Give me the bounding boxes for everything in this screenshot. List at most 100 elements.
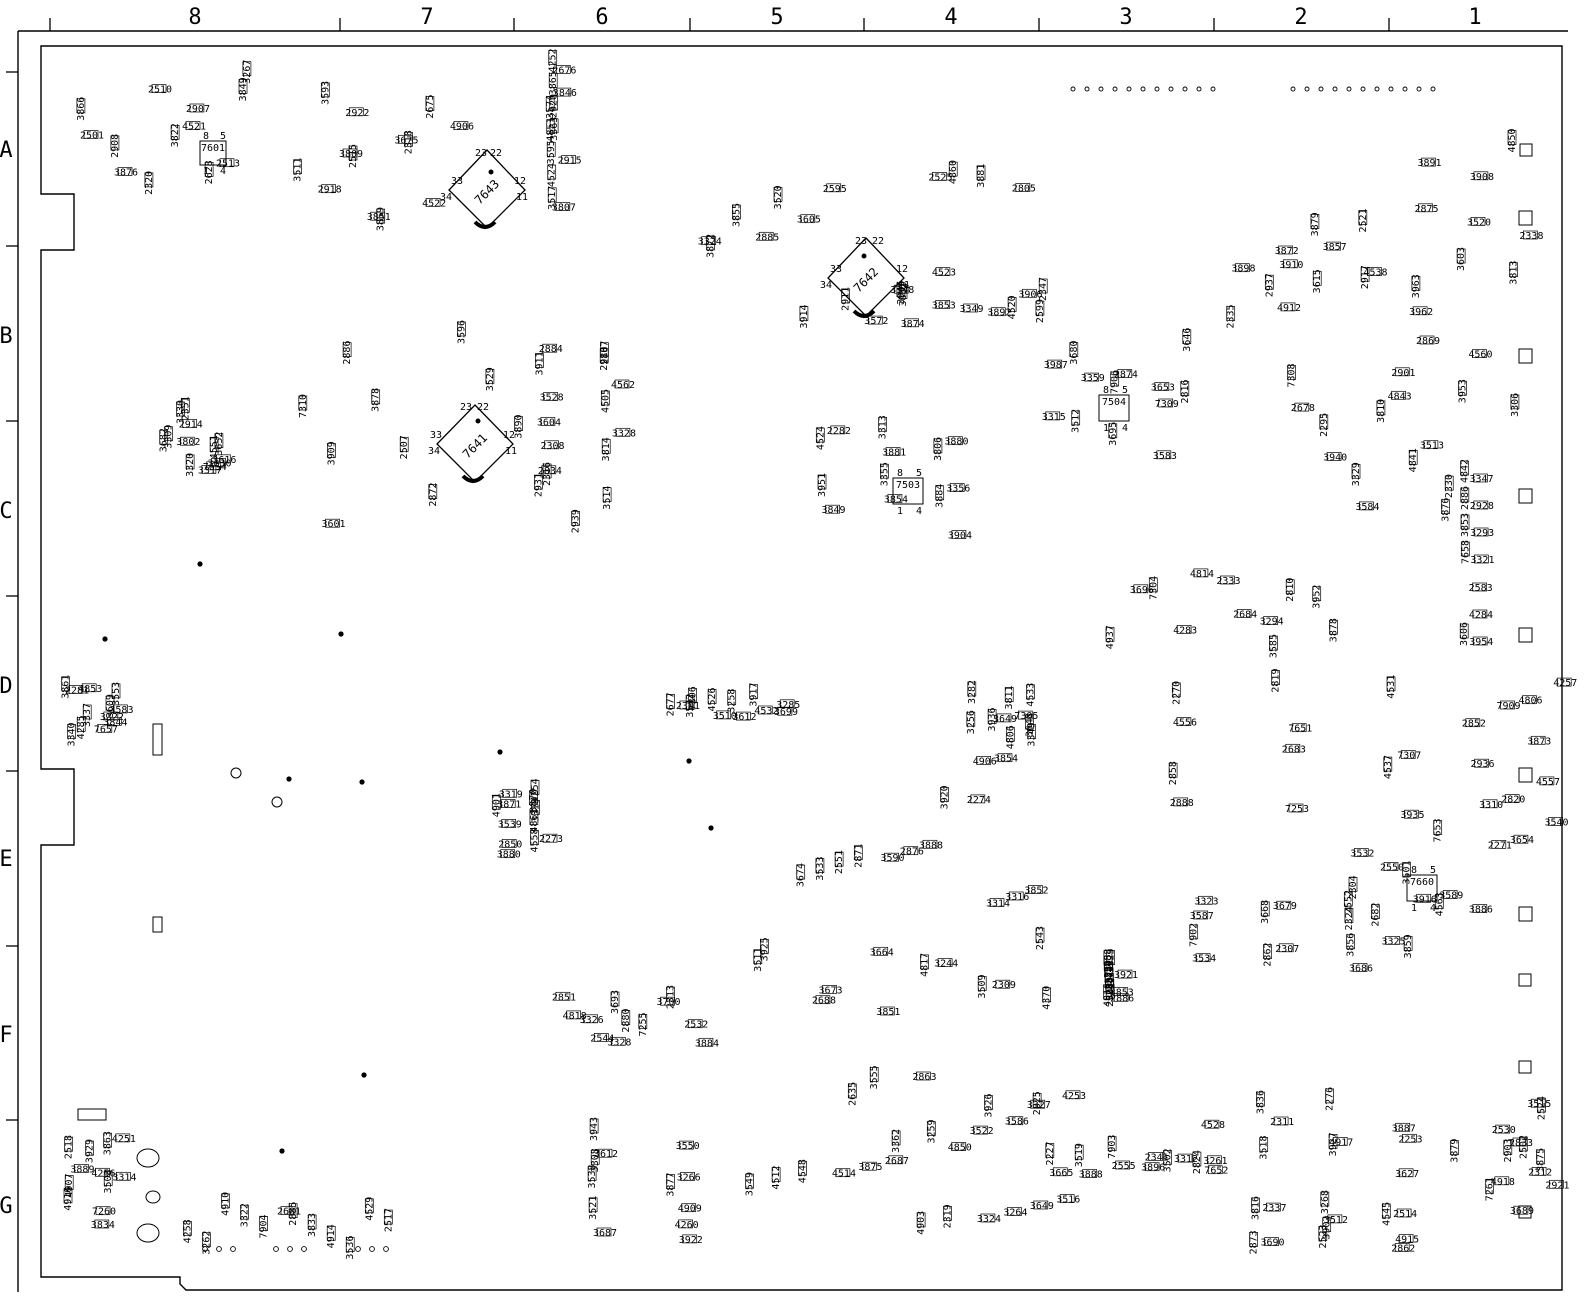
component-ref-label: 3604	[537, 418, 561, 429]
component-body	[1394, 367, 1410, 377]
component-ref-label: 2552	[1343, 890, 1354, 914]
component-body	[502, 788, 518, 798]
component-body	[588, 1197, 598, 1213]
component-body	[1491, 840, 1507, 849]
component-ref-label: 3880	[944, 437, 968, 448]
component-ref-label: 3603	[1456, 247, 1467, 271]
component-ref-label: 2270	[1171, 681, 1182, 705]
component-body	[779, 699, 795, 709]
component-body	[500, 849, 516, 859]
component-ref-label: 4916	[63, 1187, 74, 1211]
component-body	[1312, 270, 1322, 286]
pin-label: 1	[203, 166, 209, 177]
component-body	[1343, 891, 1353, 907]
component-body	[949, 483, 965, 492]
component-ref-label: 3679	[1273, 901, 1297, 912]
component-body	[1110, 371, 1120, 387]
component-ref-label: 4903	[916, 1211, 927, 1235]
component-ref-label: 2683	[1282, 744, 1306, 755]
component-body	[1472, 636, 1488, 646]
component-ref-label: 2886	[342, 341, 353, 365]
component-body	[1473, 473, 1488, 483]
component-body	[555, 65, 571, 74]
component-ref-label: 2901	[1391, 368, 1415, 379]
component-ref-label: 2908	[110, 134, 121, 158]
component-ref-label: 2324	[1344, 906, 1355, 930]
component-ref-label: 4524	[815, 426, 826, 450]
component-body	[1513, 1205, 1529, 1215]
component-body	[1103, 956, 1113, 971]
component-body	[97, 724, 113, 733]
component-body	[105, 695, 115, 711]
component-body	[1173, 797, 1189, 807]
component-body	[348, 107, 364, 117]
component-body	[259, 1216, 268, 1231]
component-body	[825, 504, 840, 514]
component-body	[798, 1160, 807, 1176]
component-body	[822, 985, 837, 994]
component-ref-label: 3879	[1310, 212, 1321, 236]
component-ref-label: 2874	[1114, 370, 1138, 381]
component-body	[1220, 575, 1235, 585]
component-body	[935, 300, 951, 309]
component-body	[326, 1225, 336, 1241]
component-body	[1434, 894, 1444, 909]
component-body	[1105, 978, 1115, 994]
component-body	[1047, 359, 1063, 369]
component-ref-label: 2676	[552, 65, 576, 76]
component-body	[1459, 623, 1469, 639]
component-ref-label: 3675	[394, 135, 418, 146]
component-body	[1460, 514, 1470, 530]
component-ref-label: 4538	[1364, 268, 1388, 279]
component-ref-label: 2937	[1264, 273, 1275, 297]
component-ref-label: 3340	[67, 722, 78, 746]
package-7503: 7503 8 5 1 4	[892, 468, 924, 517]
component-ref-label: 4523	[932, 268, 956, 279]
pin-label: 33	[430, 430, 442, 441]
component-body	[1117, 969, 1133, 979]
component-ref-label: 2884	[539, 344, 563, 355]
component-body	[1288, 803, 1304, 813]
component-ref-label: 3330	[176, 400, 187, 424]
component-body	[773, 187, 783, 202]
component-body	[1344, 908, 1354, 923]
component-body	[214, 433, 224, 449]
component-body	[1082, 1169, 1098, 1178]
component-body	[891, 1130, 901, 1146]
component-ref-label: 3615	[1312, 269, 1323, 293]
component-ref-label: 3324	[698, 237, 722, 248]
component-ref-label: 3811	[1004, 685, 1015, 709]
component-ref-label: 2510	[148, 85, 172, 96]
component-body	[151, 84, 167, 93]
component-ref-label: 3908	[1470, 172, 1494, 183]
component-body	[1482, 799, 1498, 809]
component-body	[1007, 297, 1017, 312]
component-ref-label: 2920	[549, 94, 560, 118]
component-ref-label: 3501	[1402, 860, 1413, 884]
component-ref-label: 2805	[1012, 184, 1036, 195]
component-body	[1176, 625, 1192, 634]
component-body	[1383, 756, 1393, 772]
component-ref-label: 2319	[943, 1204, 954, 1228]
component-body	[1104, 961, 1113, 977]
component-ref-label: 2501	[80, 131, 104, 142]
component-ref-label: 2595	[823, 184, 847, 195]
component-ref-label: 3891	[1418, 158, 1442, 169]
component-ref-label: 3267	[242, 60, 253, 84]
component-body	[1287, 365, 1296, 380]
component-body	[1327, 1214, 1343, 1224]
component-ref-label: 3516	[1056, 1195, 1080, 1206]
component-body	[1395, 1122, 1411, 1132]
component-body	[681, 1203, 697, 1213]
component-body	[1513, 834, 1529, 844]
component-ref-label: 3874	[901, 319, 925, 330]
component-body	[916, 1212, 926, 1228]
component-ref-label: 3879	[1450, 1139, 1461, 1163]
component-ref-label: 2628	[204, 160, 215, 184]
component-ref-label: 2887	[599, 341, 610, 365]
component-ref-label: 3574	[545, 95, 556, 119]
component-body	[1027, 724, 1036, 739]
component-body	[587, 1166, 597, 1181]
component-ref-label: 3940	[1323, 453, 1347, 464]
component-ref-label: 4520	[1007, 295, 1018, 319]
